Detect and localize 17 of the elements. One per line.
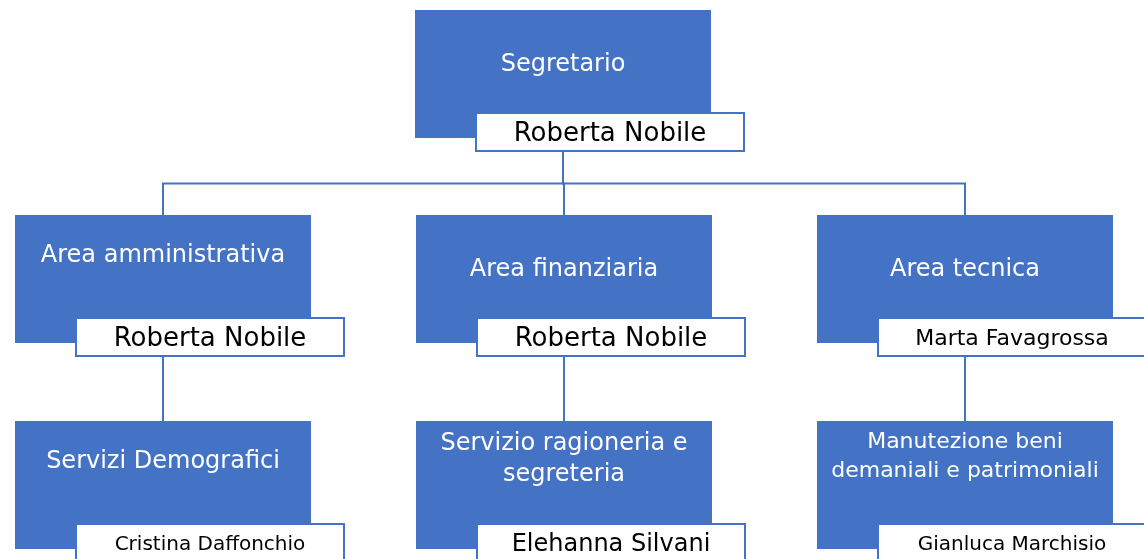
connector-line (162, 356, 164, 422)
connector-line (964, 356, 966, 422)
unit-title: Segretario (500, 48, 626, 79)
unit-title: Area finanziaria (469, 253, 659, 284)
name-tag: Gianluca Marchisio (877, 523, 1144, 559)
name-tag: Cristina Daffonchio (75, 523, 345, 559)
name-tag: Marta Favagrossa (877, 317, 1144, 357)
connector-line (563, 356, 565, 422)
unit-title: Area tecnica (890, 253, 1040, 284)
name-tag: Roberta Nobile (475, 112, 745, 152)
name-tag: Elehanna Silvani (476, 523, 746, 559)
name-tag: Roberta Nobile (476, 317, 746, 357)
unit-title: Area amministrativa (40, 239, 286, 270)
name-tag: Roberta Nobile (75, 317, 345, 357)
unit-title: Manutezione beni demaniali e patrimoniali (830, 427, 1100, 484)
unit-title: Servizio ragioneria e segreteria (439, 427, 689, 490)
unit-title: Servizi Demografici (46, 445, 280, 476)
